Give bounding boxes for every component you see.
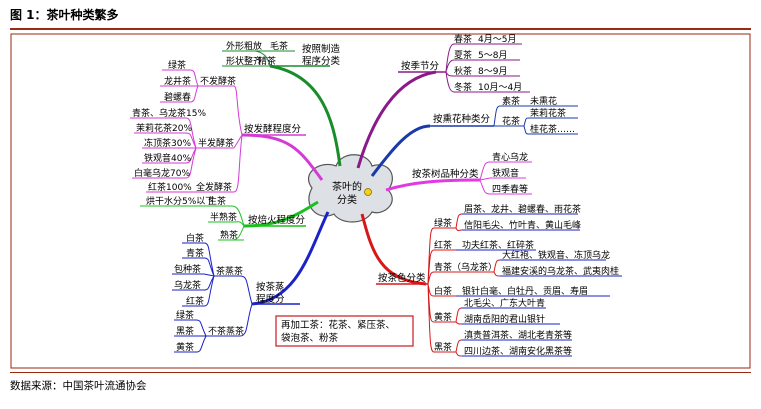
branch-roasting-label: 按焙火程度分: [248, 214, 306, 226]
color-group-oolong: 青茶（乌龙茶）: [434, 261, 497, 273]
flower-plain-name: 素茶: [502, 95, 520, 107]
color-dark-tea-1: 滇贵普洱茶、湖北老青茶等: [464, 329, 572, 341]
season-spring-name: 春茶: [454, 33, 472, 45]
fermentation-tea-9: 红茶100%: [148, 181, 192, 193]
branch-manufacture-label-line1: 按照制造: [302, 43, 341, 55]
color-white-tea-1: 银针白毫、白牡丹、贡眉、寿眉: [462, 285, 588, 297]
season-summer-name: 夏茶: [454, 49, 472, 61]
top-rule: [10, 28, 751, 30]
figure-source: 数据来源：中国茶叶流通协会: [10, 380, 147, 392]
color-group-green: 绿茶: [434, 217, 452, 229]
color-dark-tea-2: 四川边茶、湖南安化黑茶等: [464, 345, 572, 357]
bottom-rule: [10, 372, 751, 373]
season-winter-name: 冬茶: [454, 81, 472, 93]
manufacture-item-2-desc: 形状整齐: [226, 55, 262, 67]
flower-osmanthus: 桂花茶……: [530, 123, 575, 135]
center-label-line2: 分类: [337, 193, 357, 206]
color-yellow-tea-1: 北毛尖、广东大叶青: [464, 297, 545, 309]
branch-cultivar: 按茶树品种分类 青心乌龙 铁观音 四季春等: [385, 151, 532, 195]
cultivar-item-3: 四季春等: [492, 183, 528, 195]
season-winter-months: 10月～4月: [478, 82, 522, 93]
color-group-dark: 黑茶: [434, 341, 452, 353]
color-yellow-tea-2: 湖南岳阳的君山银针: [464, 313, 545, 325]
manufacture-item-2-tea: 精茶: [258, 55, 276, 67]
color-group-white: 白茶: [434, 285, 452, 297]
flower-scented-name: 花茶: [502, 115, 520, 127]
fermentation-group-unfermented: 不发酵茶: [200, 75, 236, 87]
cultivar-item-2: 铁观音: [492, 167, 519, 179]
color-green-tea-1: 眉茶、龙井、碧螺春、雨花茶: [464, 203, 581, 215]
season-autumn-name: 秋茶: [454, 65, 472, 77]
branch-flower: 按熏花种类分 素茶 未熏花 花茶 茉莉花茶 桂花茶……: [370, 95, 578, 177]
branch-color-line: [360, 213, 427, 286]
branch-steaming-label-line2: 程度分: [256, 293, 285, 305]
fermentation-group-full: 全发酵茶: [196, 181, 232, 193]
steaming-tea-6: 绿茶: [176, 309, 194, 321]
fermentation-note-raw: 生茶: [208, 195, 226, 207]
steaming-tea-2: 青茶: [186, 247, 204, 259]
steaming-group-steamed: 茶蒸茶: [216, 265, 243, 277]
fermentation-tea-2: 龙井茶: [164, 75, 191, 87]
branch-flower-label: 按熏花种类分: [433, 113, 491, 125]
branch-roasting: 按焙火程度分 半熟茶 熟茶: [208, 200, 319, 241]
season-spring-months: 4月～5月: [478, 34, 516, 45]
fermentation-tea-1: 绿茶: [168, 59, 186, 71]
steaming-tea-3: 包种茶: [174, 263, 201, 275]
fermentation-tea-8: 白毫乌龙70%: [134, 167, 190, 179]
season-autumn-months: 8～9月: [478, 66, 507, 77]
steaming-tea-1: 白茶: [186, 232, 204, 244]
reprocessed-box: [275, 315, 414, 347]
branch-fermentation-label: 按发酵程度分: [244, 123, 302, 135]
color-red-tea-1: 功夫红茶、红碎茶: [462, 239, 534, 251]
branch-color-label: 按茶色分类: [378, 272, 426, 284]
manufacture-item-1-desc: 外形粗放: [226, 40, 262, 52]
color-green-tea-2: 信阳毛尖、竹叶青、黄山毛峰: [464, 219, 581, 231]
branch-fermentation: 按发酵程度分 不发酵茶 绿茶 龙井茶 碧螺春 半发酵茶 青茶、乌龙茶15% 茉莉…: [130, 59, 324, 207]
branch-manufacture-line: [269, 64, 342, 167]
diagram-frame: [10, 33, 751, 369]
steaming-tea-8: 黄茶: [176, 341, 194, 353]
branch-flower-line: [370, 124, 431, 177]
reprocessed-line1: 再加工茶：花茶、紧压茶、: [281, 319, 395, 331]
branch-season: 按季节分 春茶 4月～5月 夏茶 5～8月 秋茶 8～9月 冬茶 10月～4月: [356, 33, 530, 169]
branch-cultivar-line: [385, 178, 481, 192]
branch-color: 按茶色分类 绿茶 眉茶、龙井、碧螺春、雨花茶 信阳毛尖、竹叶青、黄山毛峰 红茶 …: [360, 203, 622, 357]
fermentation-tea-7: 铁观音40%: [144, 152, 191, 164]
branch-steaming-label-line1: 按茶蒸: [256, 281, 285, 293]
reprocessed-line2: 袋泡茶、粉茶: [281, 332, 339, 344]
steaming-tea-7: 黑茶: [176, 325, 194, 337]
fermentation-note-moisture: 烘干水分5%以下: [146, 195, 214, 207]
branch-steaming: 按茶蒸 程度分 茶蒸茶 白茶 青茶 包种茶 乌龙茶 红茶 不茶蒸茶 绿茶 黑茶 …: [172, 211, 330, 353]
branch-steaming-line: [251, 211, 330, 306]
fermentation-tea-4: 青茶、乌龙茶15%: [132, 107, 206, 119]
color-group-yellow: 黄茶: [434, 311, 452, 323]
reprocessed-tea-callout: 再加工茶：花茶、紧压茶、 袋泡茶、粉茶: [275, 315, 414, 347]
fermentation-tea-5: 茉莉花茶20%: [136, 122, 192, 134]
color-oolong-tea-1: 大红袍、铁观音、冻顶乌龙: [502, 249, 610, 261]
manufacture-item-1-tea: 毛茶: [270, 40, 288, 52]
steaming-tea-4: 乌龙茶: [174, 279, 201, 291]
season-summer-months: 5～8月: [478, 50, 507, 61]
steaming-tea-5: 红茶: [186, 295, 204, 307]
flower-plain-desc: 未熏花: [530, 95, 557, 107]
figure-title: 图 1：茶叶种类繁多: [10, 8, 119, 22]
branch-season-line: [356, 70, 437, 169]
roasting-item-full: 熟茶: [220, 229, 238, 241]
color-oolong-tea-2: 福建安溪的乌龙茶、武夷肉桂: [502, 265, 619, 277]
fermentation-tea-6: 冻顶茶30%: [144, 137, 191, 149]
branch-cultivar-label: 按茶树品种分类: [412, 168, 479, 180]
cultivar-item-1: 青心乌龙: [492, 151, 528, 163]
fermentation-group-semi: 半发酵茶: [198, 137, 234, 149]
roasting-item-half: 半熟茶: [210, 211, 237, 223]
branch-season-label: 按季节分: [401, 60, 440, 72]
fermentation-tea-3: 碧螺春: [164, 91, 191, 103]
steaming-group-unsteamed: 不茶蒸茶: [208, 325, 244, 337]
flower-jasmine: 茉莉花茶: [530, 107, 566, 119]
branch-manufacture-label-line2: 程序分类: [302, 55, 341, 67]
idea-bulb-icon: [364, 188, 372, 196]
center-label-line1: 茶叶的: [332, 180, 362, 193]
color-group-red: 红茶: [434, 239, 452, 251]
branch-manufacture: 按照制造 程序分类 外形粗放 毛茶 形状整齐 精茶: [222, 40, 342, 167]
